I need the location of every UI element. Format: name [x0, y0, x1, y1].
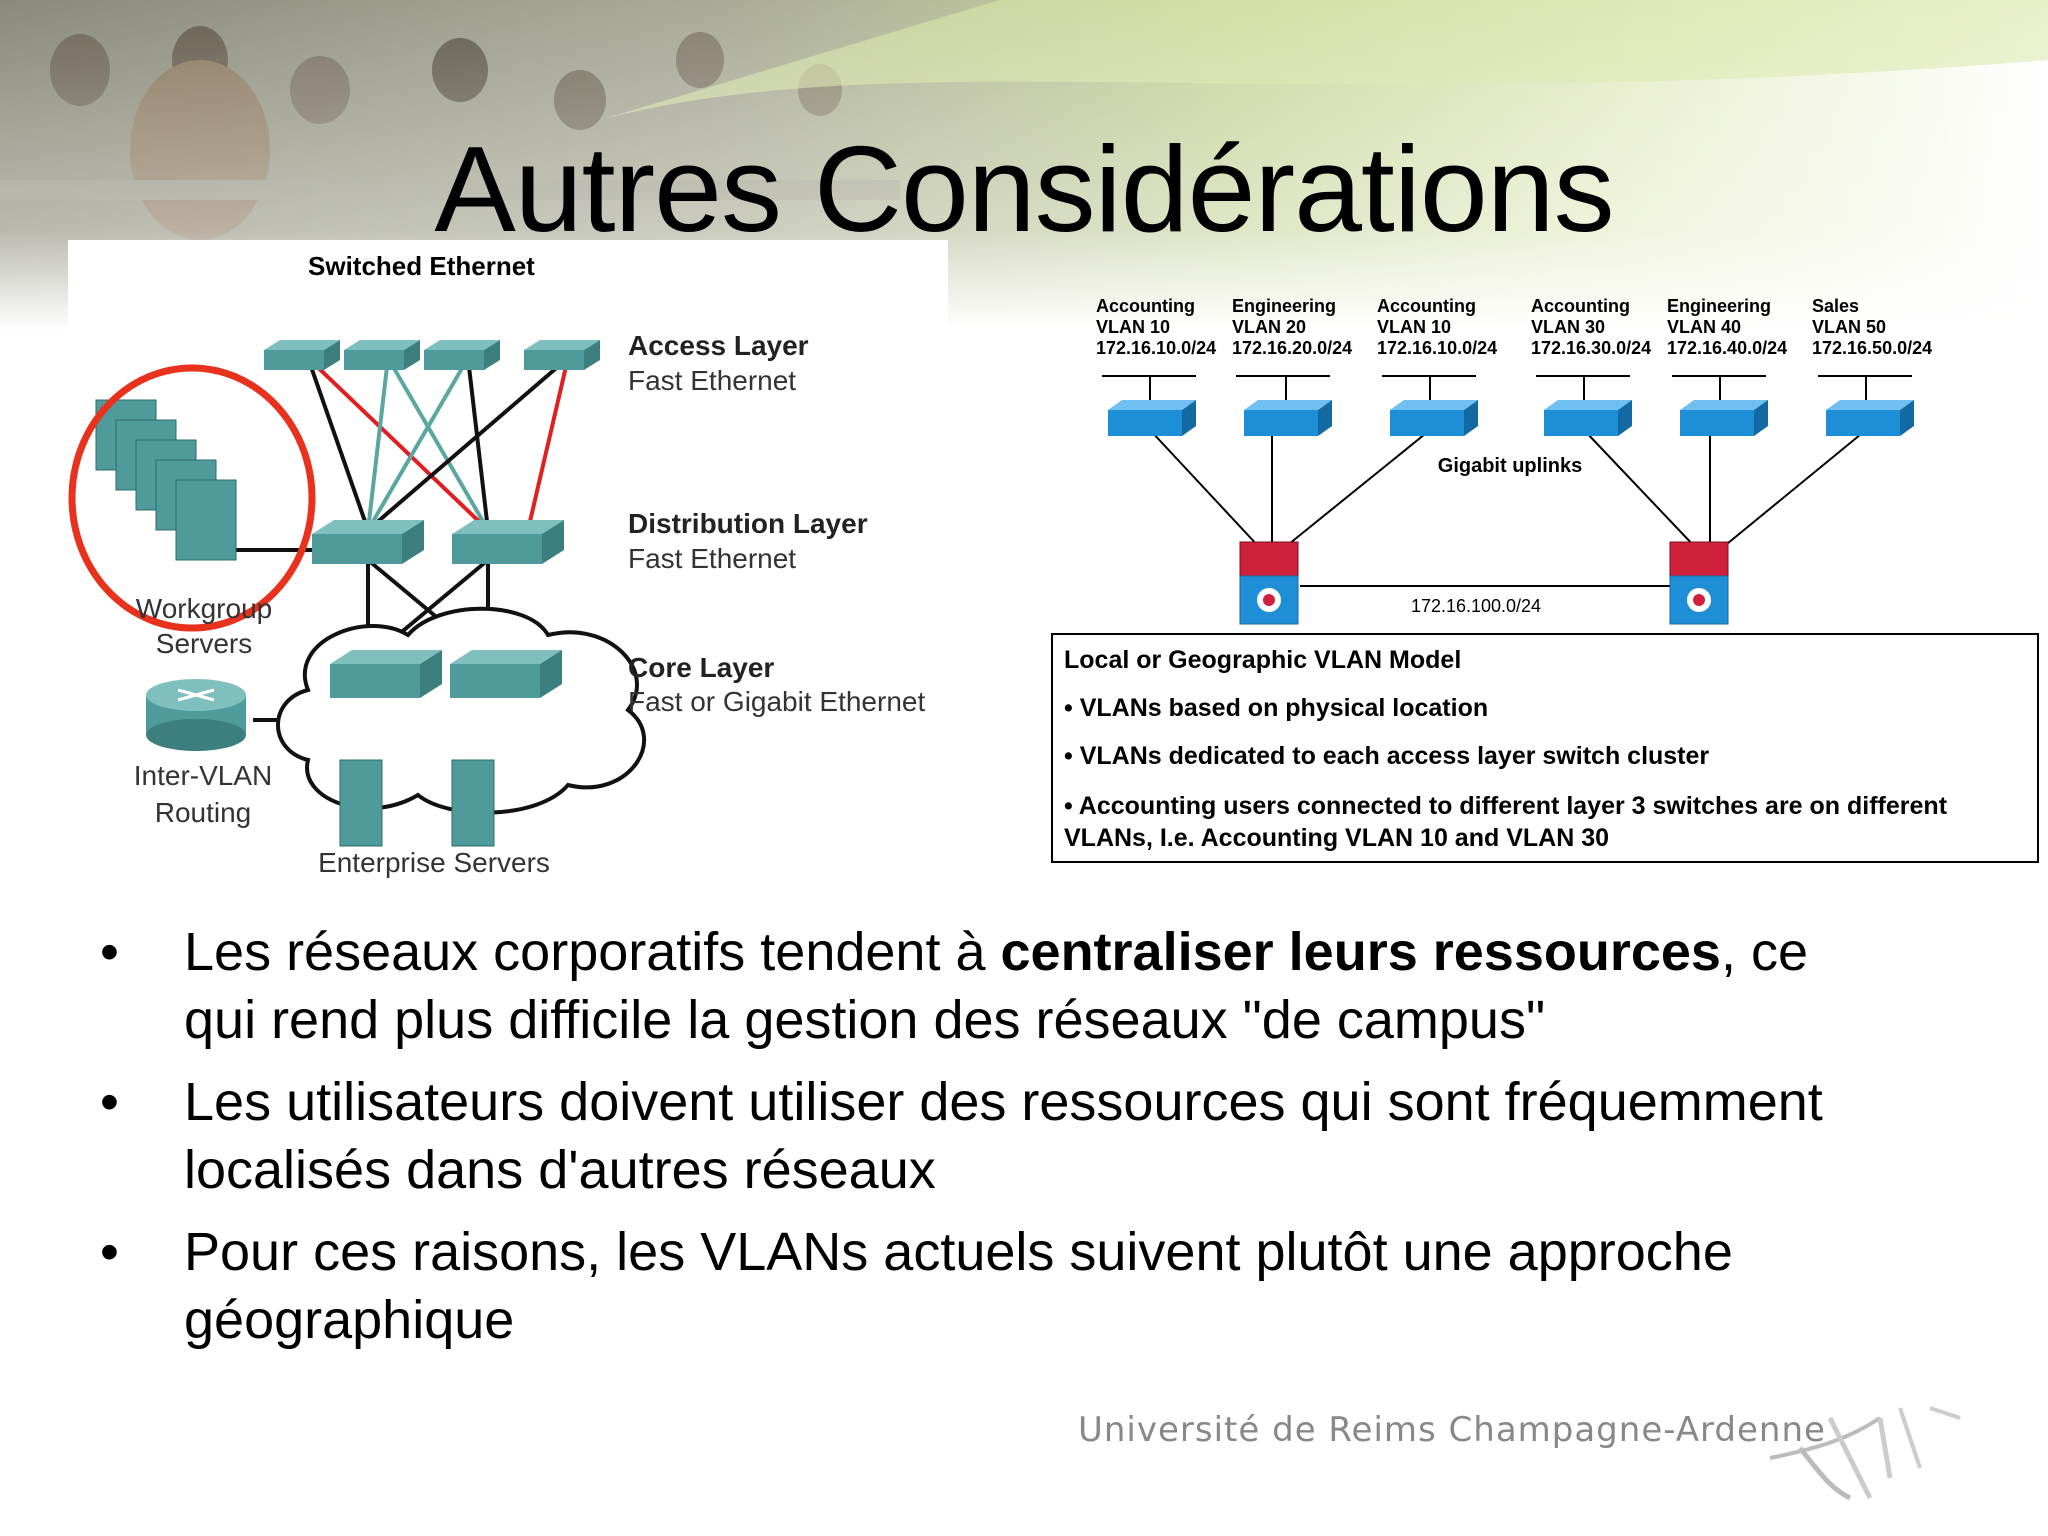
distribution-layer-switches — [312, 520, 564, 564]
access-switches — [1108, 400, 1914, 436]
bullet-2-line2: localisés dans d'autres réseaux — [184, 1140, 936, 1200]
bullet-item-1: • Les réseaux corporatifs tendent à cent… — [100, 918, 1960, 1054]
core-layer-type: Fast or Gigabit Ethernet — [628, 686, 925, 717]
bullet-glyph: • — [100, 1222, 119, 1282]
box-title: Local or Geographic VLAN Model — [1064, 646, 1461, 674]
distribution-layer-name: Distribution Layer — [628, 508, 868, 539]
layer3-switch-right — [1669, 541, 1729, 625]
distribution-layer-type: Fast Ethernet — [628, 543, 796, 574]
vlan-model-diagram: Accounting VLAN 10 172.16.10.0/24 Engine… — [1050, 290, 2048, 870]
vlan-6-dept: Sales — [1812, 296, 1859, 316]
bullet-1-bold: centraliser leurs ressources — [1000, 922, 1721, 982]
access-layer-name: Access Layer — [628, 330, 809, 361]
bullet-1-pre: Les réseaux corporatifs tendent à — [184, 922, 1001, 982]
bullet-1-line2: qui rend plus difficile la gestion des r… — [184, 990, 1546, 1050]
diagram-title: Switched Ethernet — [308, 251, 535, 281]
box-item-3: • Accounting users connected to differen… — [1064, 792, 1948, 820]
vlan-5-id: VLAN 40 — [1667, 317, 1741, 337]
intervlan-label-2: Routing — [155, 797, 252, 828]
vlan-3-dept: Accounting — [1377, 296, 1476, 316]
access-layer-type: Fast Ethernet — [628, 365, 796, 396]
core-subnet-label: 172.16.100.0/24 — [1411, 596, 1541, 616]
bullet-2-pre: Les utilisateurs doivent utiliser des re… — [184, 1072, 1823, 1132]
vlan-4-id: VLAN 30 — [1531, 317, 1605, 337]
vlan-3-id: VLAN 10 — [1377, 317, 1451, 337]
vlan-6-id: VLAN 50 — [1812, 317, 1886, 337]
highlight-circle — [68, 364, 316, 632]
vlan-2-dept: Engineering — [1232, 296, 1336, 316]
vlan-6-subnet: 172.16.50.0/24 — [1812, 338, 1932, 358]
bullet-glyph: • — [100, 922, 119, 982]
uplinks-label: Gigabit uplinks — [1438, 455, 1582, 477]
bullet-item-3: • Pour ces raisons, les VLANs actuels su… — [100, 1218, 1960, 1354]
enterprise-servers-icon — [339, 759, 495, 847]
workgroup-label-2: Servers — [156, 628, 252, 659]
bullet-1-post: , ce — [1720, 922, 1808, 982]
bullet-item-2: • Les utilisateurs doivent utiliser des … — [100, 1068, 1960, 1204]
router-icon — [146, 679, 246, 751]
bullet-3-line2: géographique — [184, 1290, 515, 1350]
bullet-list: • Les réseaux corporatifs tendent à cent… — [100, 918, 1960, 1368]
vlan-1-subnet: 172.16.10.0/24 — [1096, 338, 1216, 358]
university-logo-icon — [1760, 1378, 1980, 1513]
box-item-2: • VLANs dedicated to each access layer s… — [1064, 742, 1709, 770]
layer3-switch-left — [1239, 541, 1299, 625]
enterprise-label: Enterprise Servers — [318, 847, 550, 878]
vlan-1-dept: Accounting — [1096, 296, 1195, 316]
bullet-3-pre: Pour ces raisons, les VLANs actuels suiv… — [184, 1222, 1733, 1282]
workgroup-servers-icon — [95, 399, 237, 561]
university-footer: Université de Reims Champagne-Ardenne — [1078, 1410, 1826, 1450]
vlan-5-subnet: 172.16.40.0/24 — [1667, 338, 1787, 358]
vlan-5-dept: Engineering — [1667, 296, 1771, 316]
box-item-1: • VLANs based on physical location — [1064, 694, 1488, 722]
workgroup-label-1: Workgroup — [136, 593, 272, 624]
vlan-4-subnet: 172.16.30.0/24 — [1531, 338, 1651, 358]
vlan-4-dept: Accounting — [1531, 296, 1630, 316]
vlan-2-id: VLAN 20 — [1232, 317, 1306, 337]
vlan-2-subnet: 172.16.20.0/24 — [1232, 338, 1352, 358]
vlan-3-subnet: 172.16.10.0/24 — [1377, 338, 1497, 358]
access-layer-switches — [264, 340, 600, 370]
switched-ethernet-diagram: Switched Ethernet — [68, 240, 948, 890]
core-layer-name: Core Layer — [628, 652, 774, 683]
vlan-1-id: VLAN 10 — [1096, 317, 1170, 337]
vlan-model-box — [1051, 633, 2039, 863]
slide-title: Autres Considérations — [434, 121, 1614, 257]
intervlan-label-1: Inter-VLAN — [134, 760, 273, 791]
bullet-glyph: • — [100, 1072, 119, 1132]
box-item-4: VLANs, I.e. Accounting VLAN 10 and VLAN … — [1064, 824, 1609, 852]
